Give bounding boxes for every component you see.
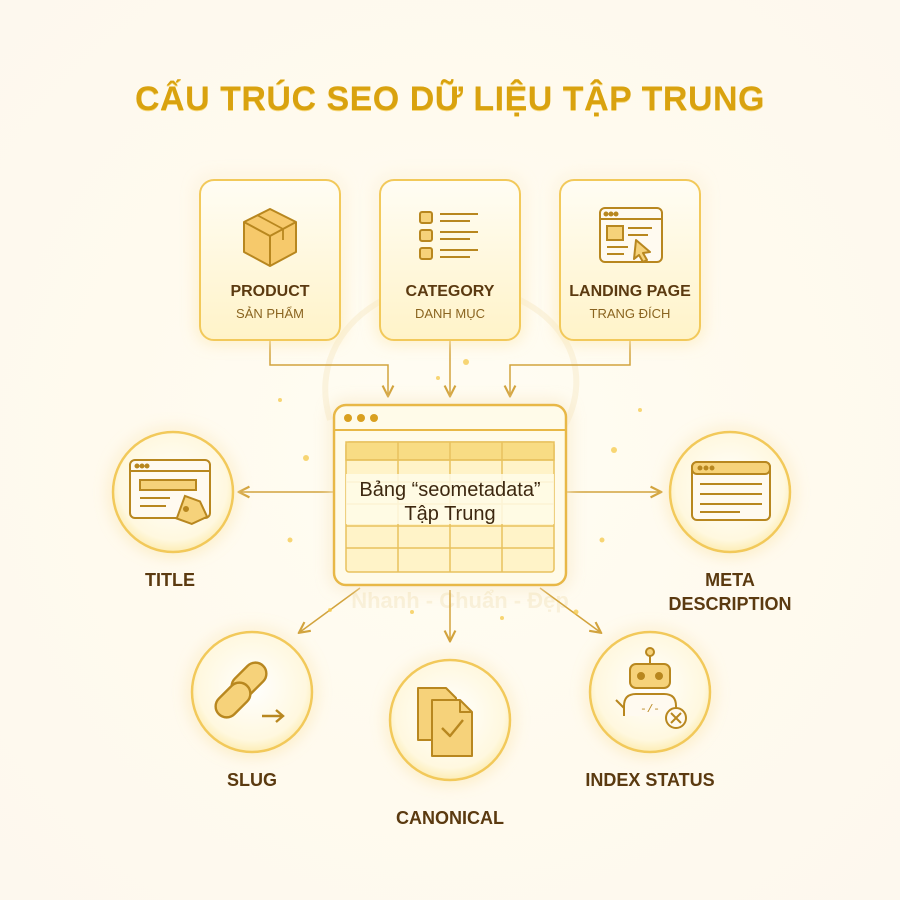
watermark-text: Nhanh - Chuẩn - Đẹp xyxy=(351,588,569,613)
output-connectors xyxy=(240,492,660,640)
output-title-node xyxy=(111,430,235,554)
output-slug-node xyxy=(190,630,314,754)
output-canonical-node xyxy=(388,658,512,782)
source-category-label: CATEGORY xyxy=(406,283,495,300)
central-table-label: Bảng “seometadata” Tập Trung xyxy=(340,478,560,526)
document-check-icon xyxy=(417,687,473,757)
page-title: CẤU TRÚC SEO DỮ LIỆU TẬP TRUNG xyxy=(134,80,766,118)
source-product-sub: SẢN PHẨM xyxy=(236,306,304,321)
source-product-label: PRODUCT xyxy=(230,283,309,300)
chain-link-icon xyxy=(214,661,285,723)
central-table-name: Bảng “seometadata” xyxy=(359,479,541,501)
output-index-label: INDEX STATUS xyxy=(585,770,715,790)
webpage-cursor-icon xyxy=(599,207,663,263)
list-icon xyxy=(419,211,478,260)
central-table-sub: Tập Trung xyxy=(404,503,496,525)
connector-index xyxy=(539,587,600,632)
output-slug-label: SLUG xyxy=(226,770,277,790)
connector-product xyxy=(269,340,388,395)
svg-text:-/-: -/- xyxy=(640,704,660,716)
central-table xyxy=(332,403,568,587)
box-icon xyxy=(243,208,297,267)
sparkles xyxy=(278,359,642,620)
output-index-node: -/- xyxy=(588,630,712,754)
source-connectors xyxy=(269,340,631,395)
source-landing-sub: TRANG ĐÍCH xyxy=(590,306,671,321)
source-landing-card: LANDING PAGE TRANG ĐÍCH xyxy=(559,179,701,341)
source-category-card: CATEGORY DANH MỤC xyxy=(379,179,521,341)
source-category-sub: DANH MỤC xyxy=(415,306,485,321)
source-product-card: PRODUCT SẢN PHẨM xyxy=(199,179,341,341)
robot-icon: -/- xyxy=(615,647,687,729)
output-canonical-label: CANONICAL xyxy=(396,808,504,828)
browser-text-icon xyxy=(691,461,771,521)
output-meta-label: META DESCRIPTION xyxy=(668,570,792,614)
connector-landing xyxy=(510,340,631,395)
title-tag-icon xyxy=(129,459,211,526)
output-meta-node xyxy=(668,430,792,554)
output-title-label: TITLE xyxy=(145,570,195,590)
source-landing-label: LANDING PAGE xyxy=(569,283,691,300)
